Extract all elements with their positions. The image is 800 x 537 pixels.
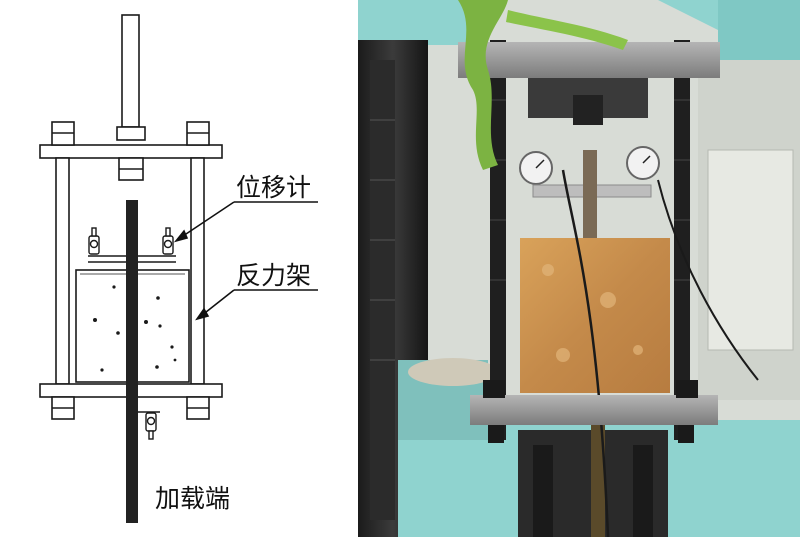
photo-right-tie-rod [674, 40, 690, 440]
right-dial-gauge-icon [626, 146, 660, 180]
left-dial-gauge-icon [519, 151, 553, 185]
test-setup-schematic: 位移计 反力架 加载端 [39, 14, 318, 523]
displacement-meter-label: 位移计 [236, 173, 311, 202]
loading-end-label: 加载端 [155, 484, 230, 513]
test-setup-photo [358, 0, 800, 537]
left-tie-rod [55, 157, 70, 385]
top-plate [39, 144, 223, 159]
photo-bottom-plate [470, 395, 718, 425]
reaction-frame-label: 反力架 [236, 261, 311, 290]
sensor-cable [561, 169, 610, 537]
rebar-bar [126, 200, 138, 523]
green-sling [458, 0, 508, 170]
right-displacement-gauge-icon [162, 227, 174, 255]
left-displacement-gauge-icon [88, 227, 100, 255]
photo-left-tie-rod [490, 40, 506, 440]
photo-rebar-top [583, 150, 597, 240]
reaction-frame-arrowhead [195, 307, 210, 321]
machine-top-teal [358, 0, 800, 40]
aggregate-dots [93, 285, 177, 372]
concrete-specimen [520, 238, 670, 393]
top-rod-nut [116, 126, 146, 141]
right-tie-rod [190, 157, 205, 385]
displacement-meter-arrowhead [173, 229, 189, 243]
top-loading-rod [121, 14, 140, 128]
photo-top-plate [458, 42, 720, 78]
